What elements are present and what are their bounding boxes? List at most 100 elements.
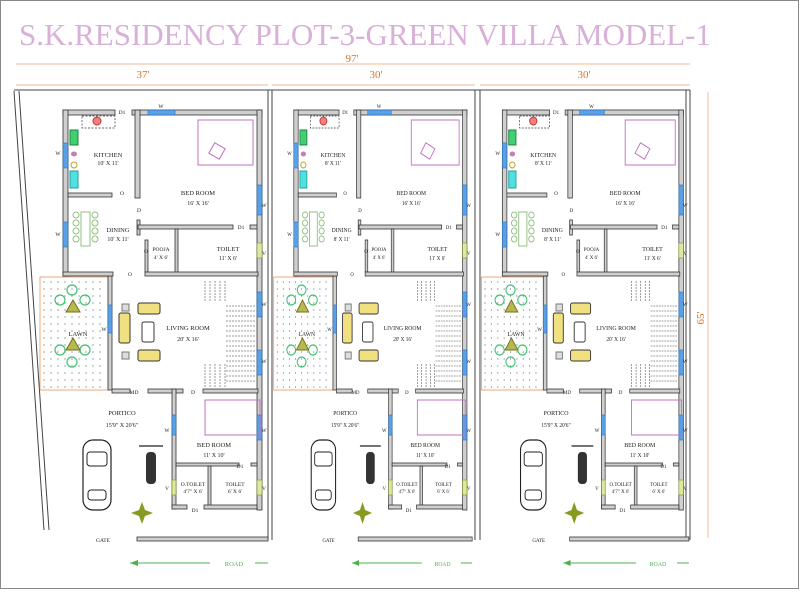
ventilator (171, 479, 177, 496)
window (601, 414, 606, 436)
car-rear-window (315, 489, 332, 501)
window (543, 304, 548, 334)
lawn-dot (522, 379, 524, 381)
wall (137, 224, 234, 230)
lawn-dot (276, 358, 278, 360)
car-rear-window (87, 489, 107, 501)
lawn-dot (78, 337, 80, 339)
lawn-dot (71, 316, 73, 318)
lawn-dot (43, 281, 45, 283)
ventilator-marker: V (262, 486, 266, 492)
lawn-dot (71, 365, 73, 367)
lawn-dot (78, 302, 80, 304)
ventilator-marker: V (165, 486, 169, 492)
dining-label: DINING (106, 227, 129, 234)
kitchen-size: 8' X 11' (535, 161, 552, 167)
wall (390, 228, 395, 275)
lawn-label: LAWN (69, 331, 88, 338)
lawn-dot (319, 288, 321, 290)
plot-boundaries (13, 89, 691, 540)
lawn-dot (85, 358, 87, 360)
window (678, 291, 684, 318)
lawn-dot (57, 288, 59, 290)
window (171, 414, 177, 436)
lawn-dot (64, 386, 66, 388)
bedroom-label: BED ROOM (181, 190, 215, 197)
lawn-dot (99, 330, 101, 332)
dining-table-icon (80, 211, 91, 247)
lawn-dot (522, 372, 524, 374)
chair-icon (302, 227, 309, 235)
tap-icon (70, 161, 78, 169)
door-marker: D1 (342, 110, 348, 116)
lawn-dot (522, 358, 524, 360)
plant-icon (494, 294, 505, 306)
lawn-dot (516, 358, 518, 360)
toilet2-size: 6' X 6' (437, 489, 449, 495)
wall (633, 465, 638, 507)
window (256, 291, 263, 318)
chair-icon (72, 219, 80, 227)
lawn-dot (325, 309, 327, 311)
lawn-dot (288, 316, 290, 318)
plant-icon (54, 294, 66, 306)
lawn-dot (71, 281, 73, 283)
wall (293, 271, 338, 277)
lawn-dot (325, 358, 327, 360)
lawn-dot (50, 316, 52, 318)
lawn-dot (484, 302, 486, 304)
tap-icon (509, 161, 516, 169)
lawn-dot (71, 379, 73, 381)
wall (367, 388, 399, 394)
lawn-dot (85, 302, 87, 304)
lawn-dot (516, 316, 518, 318)
lawn-dot (282, 323, 284, 325)
window (62, 142, 69, 169)
lawn-dot (307, 337, 309, 339)
lawn-dot (50, 281, 52, 283)
lawn-dot (85, 351, 87, 353)
lawn-dot (57, 365, 59, 367)
opening-marker: O (144, 249, 148, 255)
lawn-dot (282, 330, 284, 332)
lawn-dot (276, 351, 278, 353)
lawn-dot (71, 323, 73, 325)
living-room-label: LIVING ROOM (166, 325, 210, 332)
lawn-dot (301, 295, 303, 297)
lawn-dot (307, 351, 309, 353)
lawn-dot (57, 379, 59, 381)
wall (336, 388, 353, 394)
lawn-dot (497, 316, 499, 318)
ventilator-marker: V (383, 486, 387, 492)
lawn-dot (92, 358, 94, 360)
lawn-dot (78, 365, 80, 367)
door-marker: D1 (445, 464, 451, 470)
window-marker: W (101, 327, 107, 333)
lawn-dot (319, 379, 321, 381)
lawn-dot (535, 316, 537, 318)
lawn-dot (307, 316, 309, 318)
lawn-dot (535, 372, 537, 374)
lawn-dot (295, 379, 297, 381)
lawn-dot (64, 358, 66, 360)
lawn-dot (64, 295, 66, 297)
depth-label: 65' (695, 311, 707, 324)
lawn-dot (43, 288, 45, 290)
window-marker: W (377, 104, 382, 110)
lawn-dot (43, 372, 45, 374)
pooja-size: 4' X 6' (585, 255, 598, 261)
lawn-dot (529, 372, 531, 374)
villa-unit-1: KITCHEN 10' X 11' BED ROOM 16' X 16' DIN… (39, 104, 269, 568)
chair-icon (528, 227, 535, 235)
plant-icon (286, 294, 297, 306)
lawn-dot (313, 302, 315, 304)
villa-unit-2: KITCHEN 8' X 11' BED ROOM 16' X 16' DINI… (273, 104, 473, 568)
lawn-dot (50, 330, 52, 332)
drawing-frame (0, 0, 799, 589)
lawn-dot (516, 351, 518, 353)
lawn-dot (288, 351, 290, 353)
dining-table-icon (518, 211, 528, 247)
lawn-dot (92, 309, 94, 311)
window (107, 304, 113, 334)
